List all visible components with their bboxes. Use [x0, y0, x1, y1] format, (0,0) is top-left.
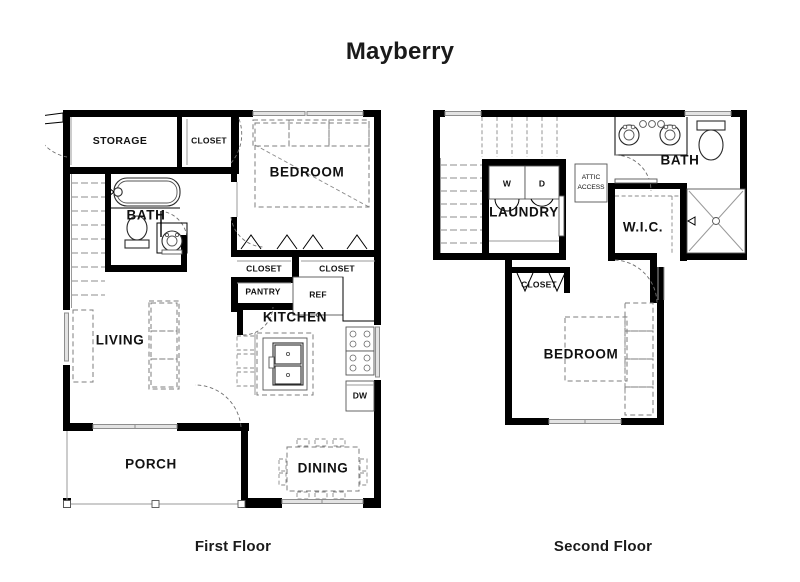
kitchen-fixtures — [236, 277, 375, 412]
first-floor-windows — [63, 111, 380, 508]
room-label-porch: PORCH — [125, 457, 177, 472]
room-label-closet-entry: CLOSET — [191, 135, 227, 145]
first-floor-caption: First Floor — [194, 538, 272, 555]
room-label-bath: BATH — [127, 208, 166, 223]
room-label-closet-left: CLOSET — [246, 263, 282, 273]
room-label-kitchen: KITCHEN — [263, 310, 327, 325]
closet-door-arrows-first-floor — [237, 234, 375, 262]
second-floor-diagram: W D LAUNDRY ATTIC ACCESS BATH W.I.C. CLO… — [433, 110, 747, 425]
room-label-living: LIVING — [96, 333, 145, 348]
dining-furniture — [278, 438, 368, 500]
bath-fixtures-second-floor — [614, 117, 746, 254]
page-title: Mayberry — [345, 38, 455, 65]
room-label-storage: STORAGE — [93, 135, 148, 147]
bedroom-furniture-second-floor — [564, 302, 654, 416]
first-floor-diagram: STORAGE CLOSET BATH BEDROOM CLOSET CLOSE… — [45, 110, 381, 508]
first-floor-walls — [63, 110, 381, 508]
wic-shelving — [614, 195, 679, 304]
second-floor-windows — [444, 111, 732, 424]
second-floor-walls — [433, 110, 747, 425]
laundry-appliances — [488, 165, 565, 242]
room-label-closet-second: CLOSET — [521, 279, 557, 289]
first-floor-door-swings — [45, 112, 274, 428]
room-label-ref: REF — [309, 289, 327, 299]
staircase-first-floor — [71, 174, 105, 310]
room-label-bath-second: BATH — [661, 153, 700, 168]
room-label-dw: DW — [353, 390, 368, 400]
room-label-bedroom: BEDROOM — [270, 165, 345, 180]
bedroom-furniture-first-floor — [252, 119, 370, 208]
bath-fixtures-first-floor — [108, 177, 188, 255]
staircase-second-floor — [440, 117, 558, 253]
room-label-pantry: PANTRY — [245, 286, 280, 296]
room-label-closet-right: CLOSET — [319, 263, 355, 273]
room-label-wic: W.I.C. — [623, 220, 663, 235]
room-label-attic-access-line2: ACCESS — [577, 184, 605, 191]
room-label-bedroom-second: BEDROOM — [544, 347, 619, 362]
pantry-and-refrigerator — [237, 276, 344, 318]
room-label-dryer: D — [539, 178, 545, 188]
closet-door-arrows-second-floor — [516, 272, 566, 293]
attic-access-hatch — [574, 163, 608, 203]
room-label-attic-access-line1: ATTIC — [582, 174, 601, 181]
room-label-laundry: LAUNDRY — [489, 205, 559, 220]
room-label-washer: W — [503, 178, 512, 188]
living-furniture — [72, 300, 180, 390]
second-floor-caption: Second Floor — [553, 538, 653, 555]
room-label-dining: DINING — [298, 461, 349, 476]
